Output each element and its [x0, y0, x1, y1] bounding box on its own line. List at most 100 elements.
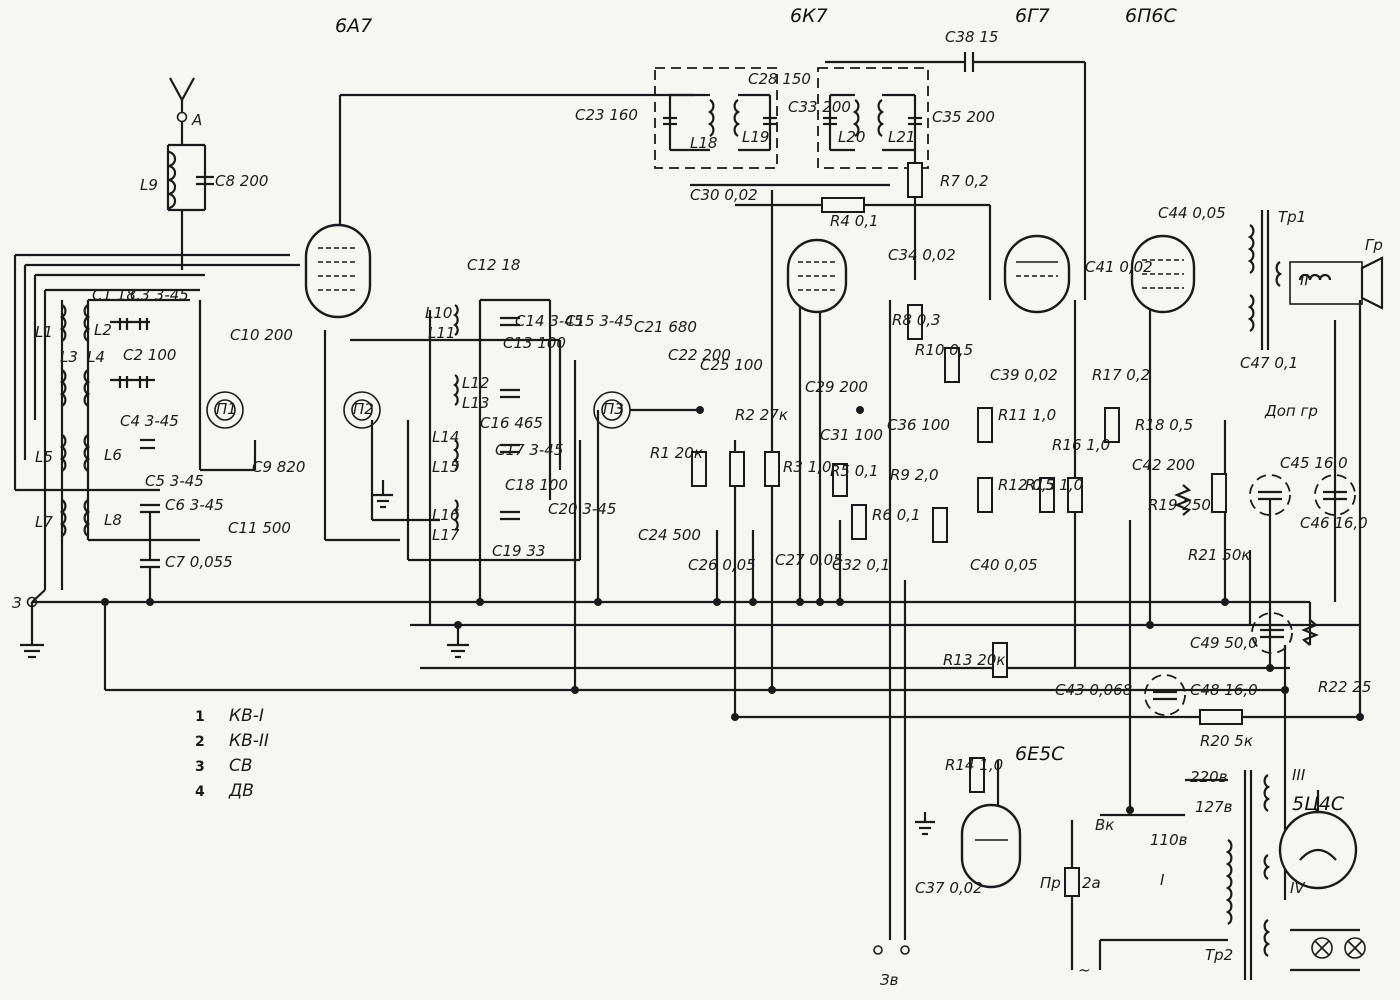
resistor-label: R22 25 [1318, 678, 1371, 696]
legend-number: 4 [195, 784, 205, 800]
legend-text: ДВ [229, 781, 254, 801]
capacitor-label: C21 680 [634, 318, 697, 336]
capacitor-label: C1 18 [92, 286, 136, 304]
coil-label: L13 [462, 394, 489, 412]
capacitor-label: C16 465 [480, 414, 543, 432]
switch-label-p1: П1 [216, 400, 237, 418]
resistor-label: R7 0,2 [940, 172, 989, 190]
resistor-label: R16 1,0 [1052, 436, 1110, 454]
coil-label: L8 [104, 511, 122, 529]
resistor-label: R17 0,2 [1092, 366, 1150, 384]
capacitor-label: C19 33 [492, 542, 545, 560]
capacitor-label: C24 500 [638, 526, 701, 544]
tube-label-6e5s: 6Е5С [1015, 743, 1065, 765]
resistor-label: R1 20к [650, 444, 703, 462]
resistor-label: R8 0,3 [892, 311, 941, 329]
capacitor-label: C28 150 [748, 70, 811, 88]
capacitor-label: C45 16,0 [1280, 454, 1348, 472]
legend-number: 2 [195, 734, 205, 750]
coil-label: L9 [140, 176, 158, 194]
capacitor-labels: C1 18 C2 100 C3 3-45 C4 3-45 C5 3-45 C6 … [92, 28, 1368, 897]
resistors [691, 162, 1319, 793]
capacitor-label: C15 3-45 [565, 312, 633, 330]
capacitor-label: C44 0,05 [1158, 204, 1226, 222]
capacitor-label: C38 15 [945, 28, 998, 46]
coil-label: L17 [432, 526, 460, 544]
capacitor-label: C43 0,068 [1055, 681, 1132, 699]
capacitor-label: C17 3-45 [495, 441, 563, 459]
coil-label: L4 [87, 348, 105, 366]
tube-5c4s [1278, 790, 1358, 890]
resistor-label: R15 1,0 [1025, 476, 1083, 494]
capacitor-label: C18 100 [505, 476, 568, 494]
power-transformer [873, 770, 1366, 980]
coil-labels: L1 L2 L3 L4 L5 L6 L7 L8 L9 L10 L11 L12 L… [35, 128, 915, 544]
coil-label: L20 [838, 128, 865, 146]
resistor-label: R3 1,0 [783, 458, 832, 476]
coil-label: L15 [432, 458, 459, 476]
capacitor-label: C13 100 [503, 334, 566, 352]
capacitor-label: C27 0,05 [775, 551, 843, 569]
coil-label: L21 [888, 128, 915, 146]
legend-text: КВ-II [229, 731, 269, 751]
capacitor-label: C12 18 [467, 256, 520, 274]
mains-label: ~ [1078, 961, 1091, 979]
transformer-label-tr2: Тр2 [1205, 946, 1233, 964]
coil-label: L10 [425, 304, 452, 322]
fuse-rating-label: 2а [1082, 874, 1101, 892]
resistor-label: R9 2,0 [890, 466, 939, 484]
transformer-labels: Тр1 Тр2 Вк Пр 2а 220в 127в 110в I II III… [1040, 208, 1309, 964]
resistor-label: R14 1,0 [945, 756, 1003, 774]
capacitor-label: C2 100 [123, 346, 176, 364]
resistor-label: R13 20к [943, 651, 1005, 669]
resistor-label: R21 50к [1188, 546, 1250, 564]
switch-label-p3: П3 [603, 400, 624, 418]
wave-switches [198, 300, 700, 562]
tube-label-6k7: 6К7 [790, 5, 828, 27]
capacitor-label: C30 0,02 [690, 186, 758, 204]
capacitor-label: C26 0,05 [688, 556, 756, 574]
capacitor-label: C46 16,0 [1300, 514, 1368, 532]
coil-label: L11 [428, 324, 455, 342]
tube-6k7 [786, 238, 848, 314]
capacitor-label: C8 200 [215, 172, 268, 190]
capacitor-label: C37 0,02 [915, 879, 983, 897]
terminal-labels: А З Зв ~ Гр Доп гр [12, 111, 1383, 989]
input-coils [13, 253, 300, 603]
coil-label: L5 [35, 448, 53, 466]
legend-number: 3 [195, 759, 205, 775]
switch-label-p2: П2 [353, 400, 374, 418]
resistor-label: R11 1,0 [998, 406, 1056, 424]
electrolytic-capacitors [1144, 474, 1356, 716]
capacitor-label: C22 200 [668, 346, 731, 364]
pickup-label: Зв [880, 971, 899, 989]
oscillator-coils [428, 298, 552, 625]
coil-label: L19 [742, 128, 769, 146]
capacitor-label: C25 100 [700, 356, 763, 374]
ground-symbols [20, 480, 935, 836]
coil-label: L16 [432, 506, 459, 524]
capacitor-label: C32 0,1 [832, 556, 890, 574]
capacitor-label: C47 0,1 [1240, 354, 1298, 372]
extra-speaker-label: Доп гр [1264, 402, 1318, 420]
tube-6a7 [304, 223, 372, 319]
capacitor-label: C5 3-45 [145, 472, 204, 490]
switch-vk-label: Вк [1095, 816, 1114, 834]
ground-terminal-label: З [12, 594, 22, 612]
capacitor-label: C34 0,02 [888, 246, 956, 264]
if-transformers [338, 52, 1087, 300]
capacitor-label: C35 200 [932, 108, 995, 126]
tap-220-label: 220в [1190, 768, 1228, 786]
legend-number: 1 [195, 709, 205, 725]
capacitor-label: C42 200 [1132, 456, 1195, 474]
capacitor-label: C20 3-45 [548, 500, 616, 518]
capacitor-label: C31 100 [820, 426, 883, 444]
capacitor-label: C10 200 [230, 326, 293, 344]
winding-label: I [1160, 871, 1165, 889]
capacitor-label: C29 200 [805, 378, 868, 396]
capacitor-label: C3 3-45 [130, 286, 189, 304]
tube-6e5s [960, 760, 1022, 889]
